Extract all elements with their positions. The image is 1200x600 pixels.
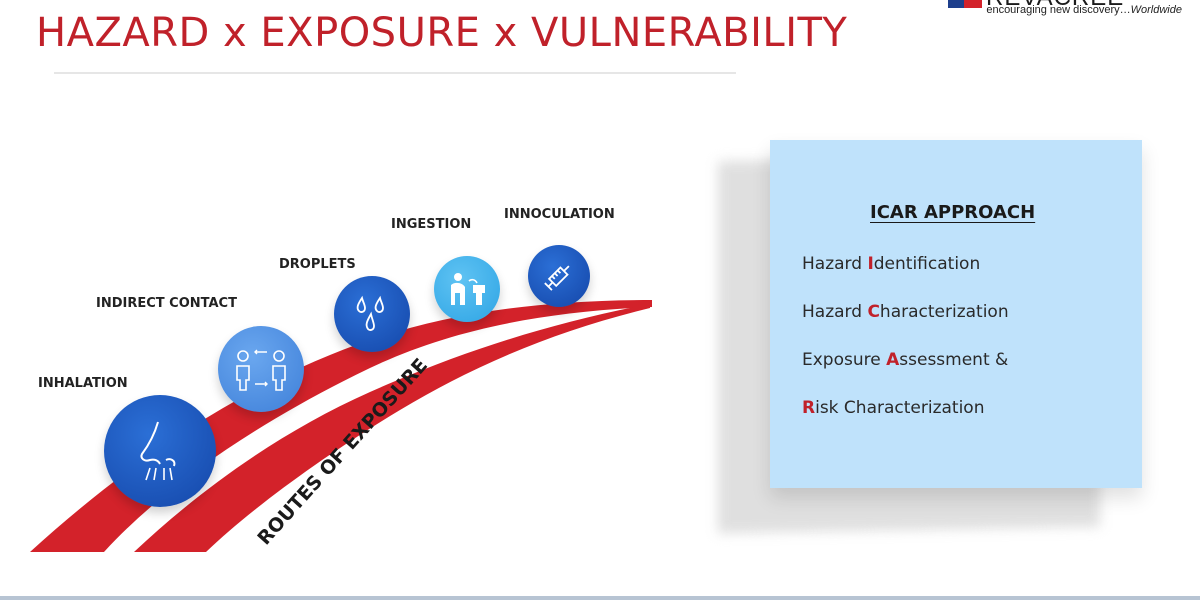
nose-icon [140,421,176,481]
icar-title: ICAR APPROACH [870,202,1036,223]
logo-name: REVACREE [986,0,1124,12]
logo-tagline: encouraging new discovery…Worldwide [986,4,1182,16]
indirect-contact-circle [218,326,304,412]
inhalation-circle [104,395,216,507]
drinking-fountain-icon [451,273,485,305]
slide-title: HAZARD x EXPOSURE x VULNERABILITY [36,10,848,56]
route-label-innoculation: INNOCULATION [504,207,615,222]
route-label-ingestion: INGESTION [391,217,472,232]
droplets-circle [334,276,410,352]
ingestion-circle [434,256,500,322]
icar-approach-note: ICAR APPROACH Hazard Identification Haza… [770,140,1142,488]
icar-item-exposure-assessment: Exposure Assessment & [802,350,1009,370]
icar-item-hazard-characterization: Hazard Characterization [802,302,1009,322]
syringe-icon [544,265,570,291]
droplets-icon [356,295,384,331]
route-label-droplets: DROPLETS [279,257,356,272]
road-inner-stripe [134,304,650,552]
title-divider [54,72,736,74]
route-label-inhalation: INHALATION [38,376,128,391]
icar-item-hazard-identification: Hazard Identification [802,254,981,274]
people-exchange-icon [236,349,286,391]
flag-logo-icon [948,0,982,8]
innoculation-circle [528,245,590,307]
bottom-border [0,596,1200,600]
revacree-logo: REVACREE encouraging new discovery…World… [940,0,1200,22]
route-label-indirect-contact: INDIRECT CONTACT [96,296,237,311]
road-outer-stripe [30,300,652,552]
icar-item-risk-characterization: Risk Characterization [802,398,985,418]
